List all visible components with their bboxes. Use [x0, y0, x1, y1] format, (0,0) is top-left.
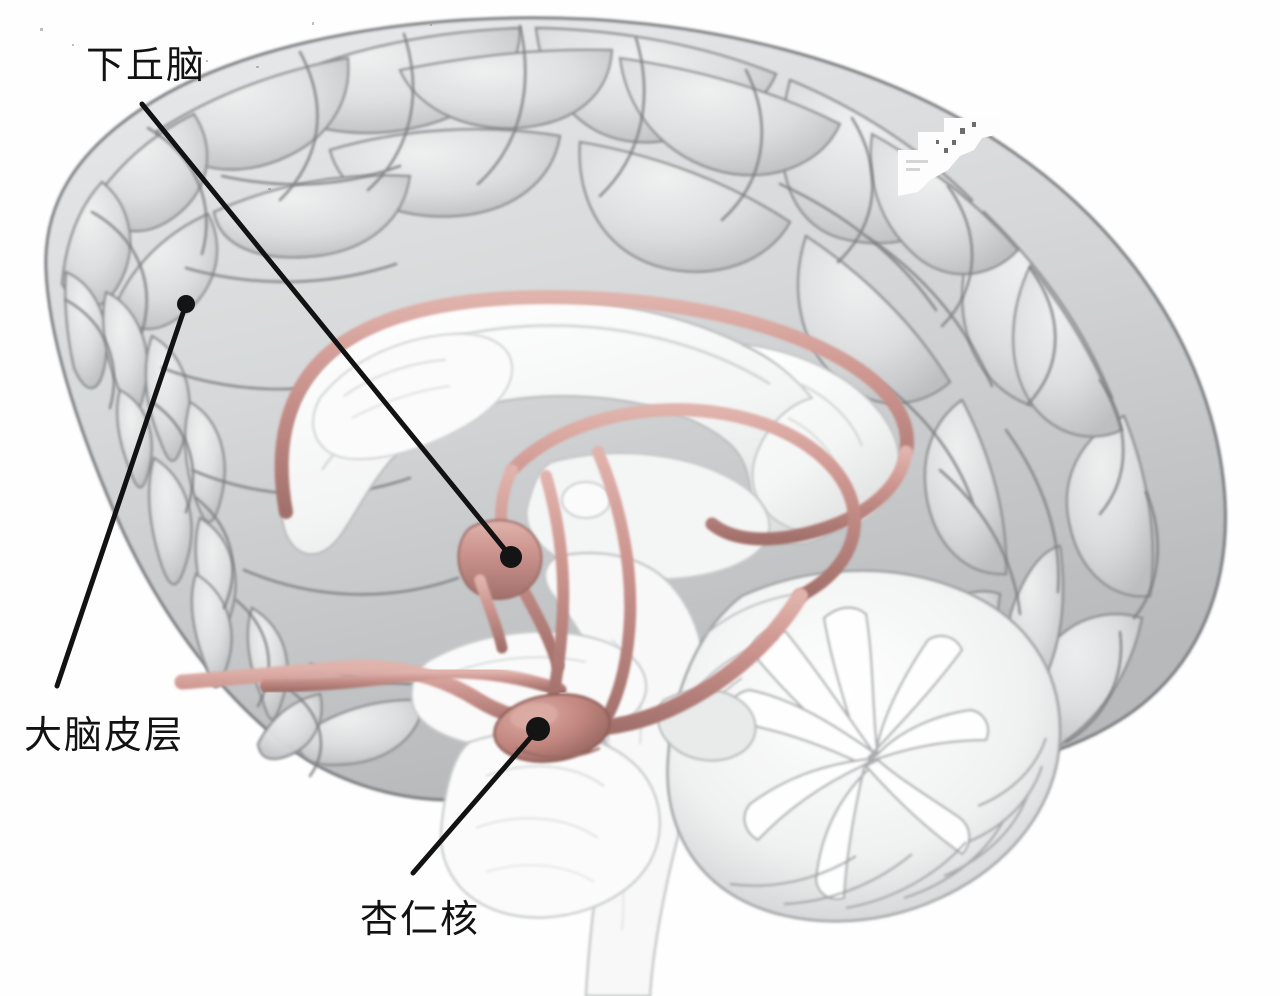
olfactory-tract: [259, 665, 567, 697]
dot-cerebral-cortex: [177, 295, 195, 313]
annotation-leaders: [54, 101, 541, 876]
leader-cerebral-cortex: [54, 301, 189, 689]
hypothalamus-body: [457, 519, 543, 654]
cingulate-gyrus: [274, 290, 914, 546]
ventricle-region: [312, 332, 514, 460]
thalamus: [525, 452, 771, 581]
leader-hypothalamus: [139, 101, 514, 560]
scan-noise-specks: [40, 22, 432, 190]
cropped-credit-text: [940, 978, 1270, 996]
leader-amygdala: [410, 726, 541, 876]
annotation-dots: [177, 295, 550, 741]
limbic-descending-column: [540, 446, 637, 732]
watermark-erasure-artifact: [898, 118, 1000, 196]
label-hypothalamus: 下丘脑: [86, 43, 207, 87]
label-cerebral-cortex: 大脑皮层: [24, 713, 185, 757]
dot-hypothalamus: [500, 546, 522, 568]
dot-amygdala: [526, 717, 550, 741]
label-amygdala: 杏仁核: [360, 897, 481, 941]
